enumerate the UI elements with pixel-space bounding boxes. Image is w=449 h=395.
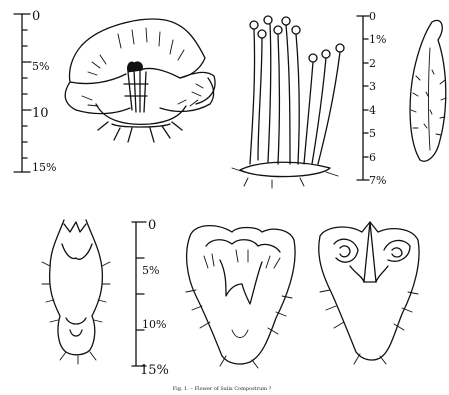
scale-b-tick-0: 0: [369, 10, 376, 23]
scale-a-tick-15: 15%: [32, 161, 56, 174]
open-flower-drawing: [65, 19, 215, 142]
scale-c-tick-15: 15%: [140, 363, 169, 378]
scale-a-tick-5: 5%: [32, 60, 49, 73]
scale-b-tick-4: 4: [369, 104, 376, 117]
closed-bud-drawing: [42, 220, 110, 364]
scale-b-tick-3: 3: [369, 80, 376, 93]
scale-c-tick-5: 5%: [142, 264, 159, 277]
stamens-drawing: [232, 16, 344, 188]
scale-c-tick-0: 0: [148, 218, 156, 233]
scale-b-tick-1: 1%: [369, 33, 386, 46]
plate-caption: Fig. 1. – Flower of Salix Compostrum ?: [173, 386, 272, 392]
scale-c-tick-10: 10%: [142, 318, 166, 331]
corolla-open-drawing: [186, 226, 295, 368]
scale-c: 0 5% 10% 15%: [132, 218, 169, 378]
corolla-section-drawing: [319, 222, 419, 364]
scale-b-tick-2: 2: [369, 57, 376, 70]
scale-a: 0 5% 10 15%: [14, 9, 56, 174]
scale-b-tick-6: 6: [369, 151, 376, 164]
scale-b-tick-5: 5: [369, 127, 376, 140]
sepal-drawing: [410, 20, 446, 161]
scale-b: 0 1% 2 3 4 5 6 7%: [357, 10, 386, 187]
scale-b-tick-7: 7%: [369, 174, 386, 187]
scale-a-tick-0: 0: [32, 9, 40, 24]
scale-a-tick-10: 10: [32, 106, 49, 121]
